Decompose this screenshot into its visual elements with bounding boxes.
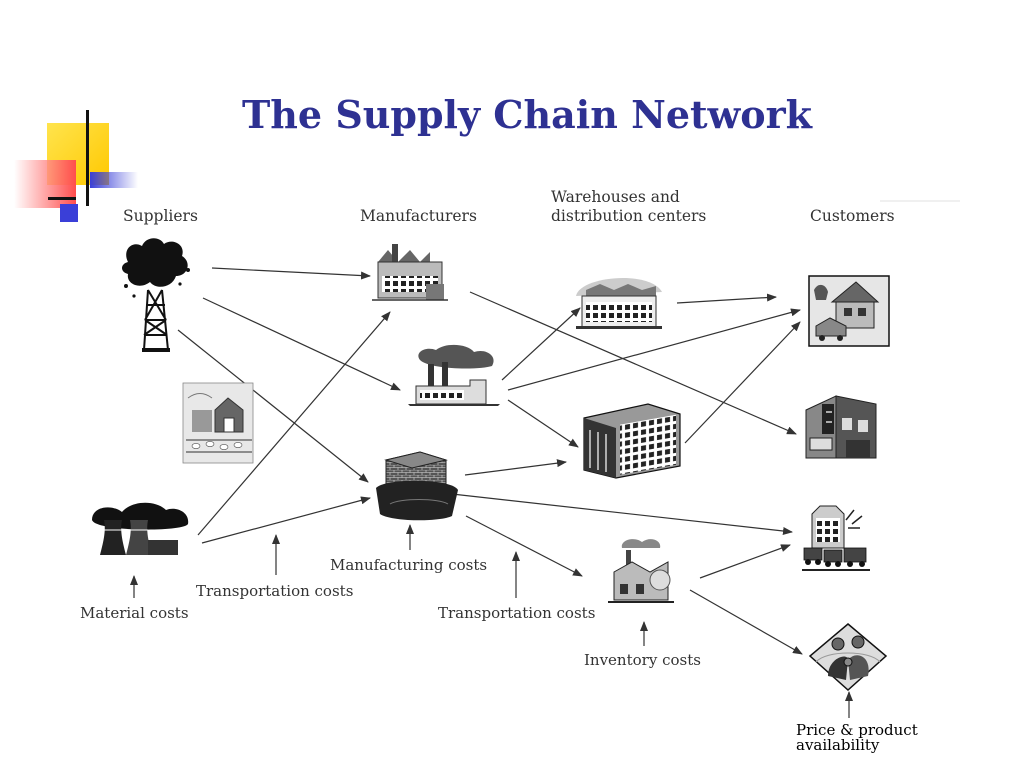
label-manufacturing-costs: Manufacturing costs <box>330 556 488 574</box>
arrow-oil-to-factory2 <box>202 297 401 391</box>
column-label-warehouses-2: distribution centers <box>551 207 707 225</box>
arrow-power-to-factory1 <box>197 311 391 536</box>
arrow-office-to-house <box>684 321 801 444</box>
house-icon <box>808 275 890 347</box>
brick-factory-icon <box>376 451 458 521</box>
deco-blue-bar <box>90 172 138 188</box>
label-price-availability-1: Price & product <box>796 721 918 739</box>
farm-icon <box>182 382 254 464</box>
distribution-center-icon <box>608 539 674 603</box>
arrow-factory2-to-office <box>507 399 579 448</box>
warehouse-icon <box>576 278 662 329</box>
arrow-oil-to-factory1 <box>211 267 371 280</box>
label-material-costs: Material costs <box>80 604 189 622</box>
oil-rig-icon <box>122 238 190 352</box>
label-inventory-costs: Inventory costs <box>584 651 701 669</box>
arrow-oil-to-factory3 <box>177 329 369 483</box>
column-label-manufacturers: Manufacturers <box>360 207 477 225</box>
arrow-warehouse-to-house <box>676 293 777 304</box>
arrow-power-to-factory3 <box>201 496 371 544</box>
hotel-icon <box>802 505 870 571</box>
arrow-factory2-to-warehouse <box>501 307 581 381</box>
power-plant-icon <box>92 502 189 555</box>
arrow-distribution-to-hotel <box>699 544 791 579</box>
label-transportation-costs-2: Transportation costs <box>438 604 596 622</box>
arrow-factory3-to-hotel <box>451 493 793 535</box>
arrow-factory1-to-store <box>469 291 797 435</box>
page-title: The Supply Chain Network <box>242 92 812 137</box>
store-icon <box>805 395 877 459</box>
smoking-factory-icon <box>408 344 500 406</box>
column-label-warehouses-1: Warehouses and <box>551 188 680 206</box>
column-label-suppliers: Suppliers <box>123 207 198 225</box>
column-label-customers: Customers <box>810 207 895 225</box>
deco-horizontal-line <box>48 197 76 200</box>
family-icon <box>808 623 888 692</box>
label-transportation-costs-1: Transportation costs <box>196 582 354 600</box>
office-building-icon <box>583 403 681 479</box>
arrow-distribution-to-family <box>689 589 803 655</box>
deco-blue-square <box>60 204 78 222</box>
deco-red-square <box>14 160 76 208</box>
label-price-availability-2: availability <box>796 736 880 754</box>
arrow-factory3-to-office <box>464 459 567 476</box>
arrow-factory3-to-distribution <box>465 515 583 577</box>
factory-icon <box>372 244 448 301</box>
deco-vertical-line <box>86 110 89 206</box>
arrow-factory2-to-house <box>507 308 801 391</box>
